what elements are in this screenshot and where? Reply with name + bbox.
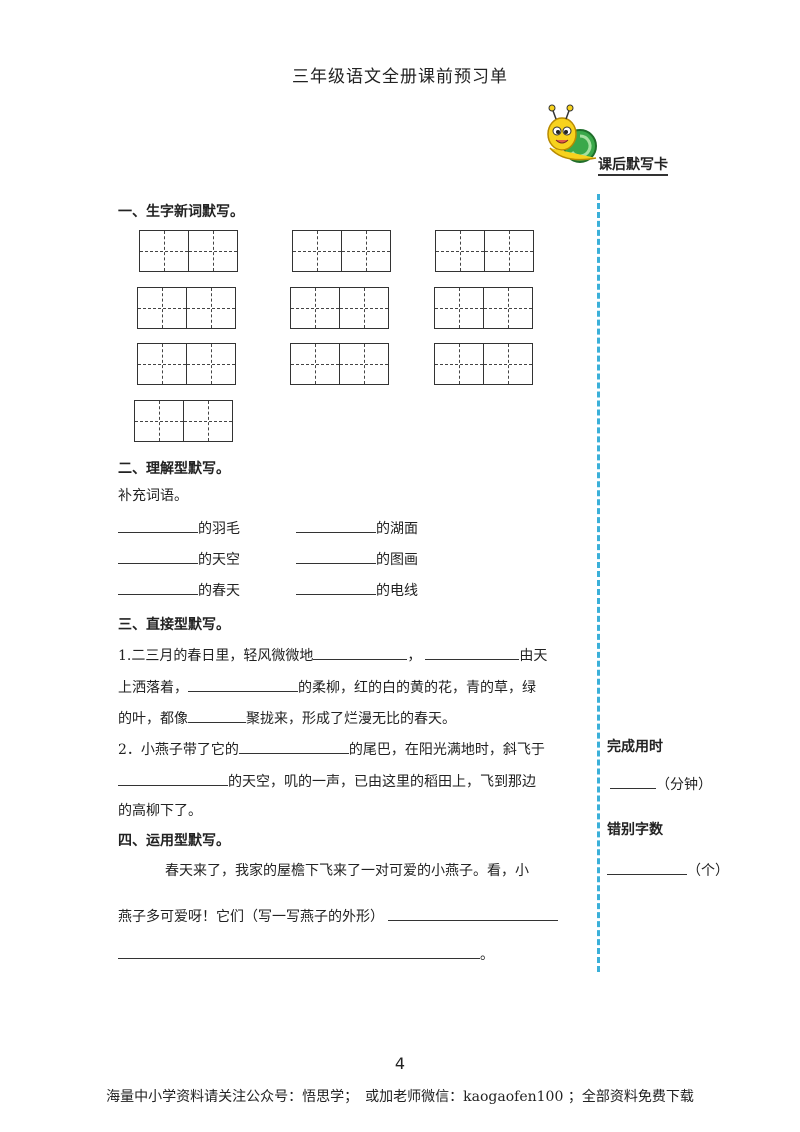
writing-grid[interactable] (292, 230, 391, 272)
writing-grid[interactable] (137, 343, 236, 385)
writing-grid[interactable] (434, 287, 533, 329)
writing-grid[interactable] (290, 287, 389, 329)
passage-line-2: 燕子多可爱呀！它们（写一写燕子的外形） (118, 908, 558, 924)
answer-blank[interactable] (296, 551, 376, 564)
passage-line-3: 。 (118, 946, 494, 962)
fill-blank-item: 的湖面 (296, 520, 418, 536)
answer-blank[interactable] (238, 741, 349, 754)
question-1-line-3: 的叶，都像聚拢来，形成了烂漫无比的春天。 (118, 710, 456, 727)
fill-blank-item: 的图画 (296, 551, 418, 567)
answer-blank[interactable] (118, 773, 228, 786)
error-count-input[interactable] (607, 862, 687, 875)
question-2-line-3: 的高柳下了。 (118, 803, 202, 819)
answer-blank[interactable] (388, 908, 558, 921)
answer-blank[interactable] (118, 520, 198, 533)
answer-blank[interactable] (296, 520, 376, 533)
answer-blank[interactable] (188, 679, 298, 692)
writing-grid[interactable] (434, 343, 533, 385)
completion-time-field: （分钟） (610, 776, 712, 792)
answer-blank[interactable] (118, 551, 198, 564)
answer-blank[interactable] (118, 582, 198, 595)
page-title: 三年级语文全册课前预习单 (292, 67, 508, 87)
answer-blank[interactable] (425, 647, 520, 660)
fill-blank-item: 的春天 (118, 582, 240, 598)
snail-mascot-icon (542, 104, 600, 168)
answer-blank[interactable] (118, 946, 480, 959)
dictation-card-label: 课后默写卡 (598, 154, 668, 176)
section-3-heading: 三、直接型默写。 (118, 617, 230, 633)
writing-grid[interactable] (290, 343, 389, 385)
section-2-heading: 二、理解型默写。 (118, 461, 230, 477)
page-number: 4 (394, 1054, 406, 1073)
error-count-label: 错别字数 (607, 822, 663, 838)
passage-line-1: 春天来了，我家的屋檐下飞来了一对可爱的小燕子。看，小 (165, 863, 529, 879)
completion-time-label: 完成用时 (607, 739, 663, 755)
question-1-line-2: 上洒落着，的柔柳，红的白的黄的花，青的草，绿 (118, 679, 536, 696)
question-2-line-1: 2．小燕子带了它的的尾巴，在阳光满地时，斜飞于 (118, 741, 545, 758)
footer-note: 海量中小学资料请关注公众号：悟思学； 或加老师微信：kaogaofen100 ；… (106, 1089, 694, 1105)
fill-blank-item: 的羽毛 (118, 520, 240, 536)
writing-grid[interactable] (139, 230, 238, 272)
time-input[interactable] (610, 776, 656, 789)
section-1-heading: 一、生字新词默写。 (118, 204, 244, 220)
instruction-text: 补充词语。 (118, 488, 188, 504)
writing-grid[interactable] (134, 400, 233, 442)
answer-blank[interactable] (296, 582, 376, 595)
vertical-divider (597, 194, 600, 972)
answer-blank[interactable] (188, 710, 246, 723)
question-2-line-2: 的天空，叽的一声，已由这里的稻田上，飞到那边 (118, 773, 536, 789)
answer-blank[interactable] (313, 647, 408, 660)
writing-grid[interactable] (137, 287, 236, 329)
question-1-line-1: 1.二三月的春日里，轻风微微地，由天 (118, 647, 548, 664)
fill-blank-item: 的天空 (118, 551, 240, 567)
fill-blank-item: 的电线 (296, 582, 418, 598)
writing-grid[interactable] (435, 230, 534, 272)
error-count-field: （个） (607, 862, 729, 878)
section-4-heading: 四、运用型默写。 (118, 833, 230, 849)
